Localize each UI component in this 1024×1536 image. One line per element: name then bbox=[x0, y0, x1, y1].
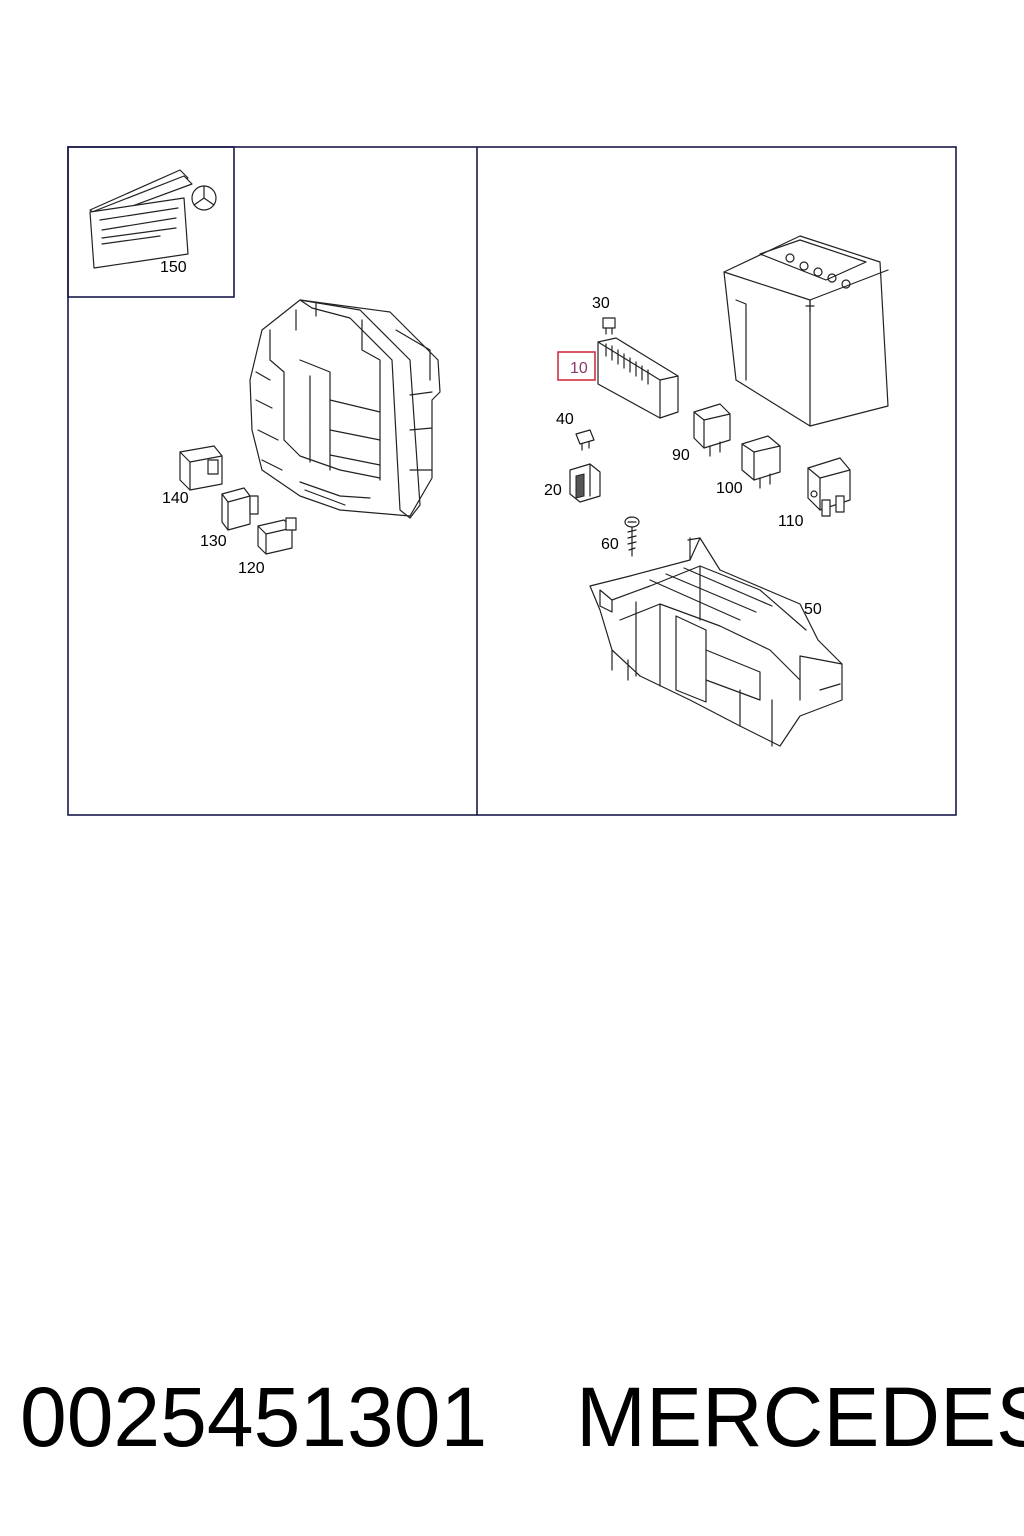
callout-90: 90 bbox=[672, 447, 690, 464]
carrier-bracket-50-drawing bbox=[589, 537, 843, 747]
relay-100-drawing bbox=[741, 435, 781, 489]
inset-box bbox=[67, 146, 235, 298]
callout-150: 150 bbox=[160, 259, 187, 276]
callout-50: 50 bbox=[804, 601, 822, 618]
relay-140-drawing bbox=[179, 445, 223, 491]
fuse-40-drawing bbox=[575, 429, 595, 451]
callout-110: 110 bbox=[778, 513, 804, 530]
highlight-box-10 bbox=[557, 351, 596, 381]
screw-60-drawing bbox=[624, 516, 640, 557]
fuse-holder-20-drawing bbox=[569, 463, 601, 503]
manual-booklet-drawing bbox=[89, 169, 217, 269]
callout-130: 130 bbox=[200, 533, 227, 550]
relay-130-drawing bbox=[221, 487, 259, 531]
callout-10: 10 bbox=[570, 360, 588, 377]
relay-110-drawing bbox=[807, 457, 851, 517]
callout-30: 30 bbox=[592, 295, 610, 312]
callout-20: 20 bbox=[544, 482, 562, 499]
battery-drawing bbox=[723, 235, 889, 427]
module-housing-drawing bbox=[249, 299, 441, 519]
callout-60: 60 bbox=[601, 536, 619, 553]
diagram-frame bbox=[67, 146, 957, 816]
part-number: 0025451301 bbox=[20, 1370, 488, 1464]
callout-40: 40 bbox=[556, 411, 574, 428]
fuse-box-10-drawing bbox=[597, 337, 679, 419]
relay-90-drawing bbox=[693, 403, 731, 457]
callout-100: 100 bbox=[716, 480, 743, 497]
callout-140: 140 bbox=[162, 490, 189, 507]
callout-120: 120 bbox=[238, 560, 265, 577]
relay-120-drawing bbox=[257, 517, 297, 555]
fuse-30-drawing bbox=[602, 317, 616, 335]
brand-name: MERCEDES bbox=[576, 1370, 1024, 1464]
